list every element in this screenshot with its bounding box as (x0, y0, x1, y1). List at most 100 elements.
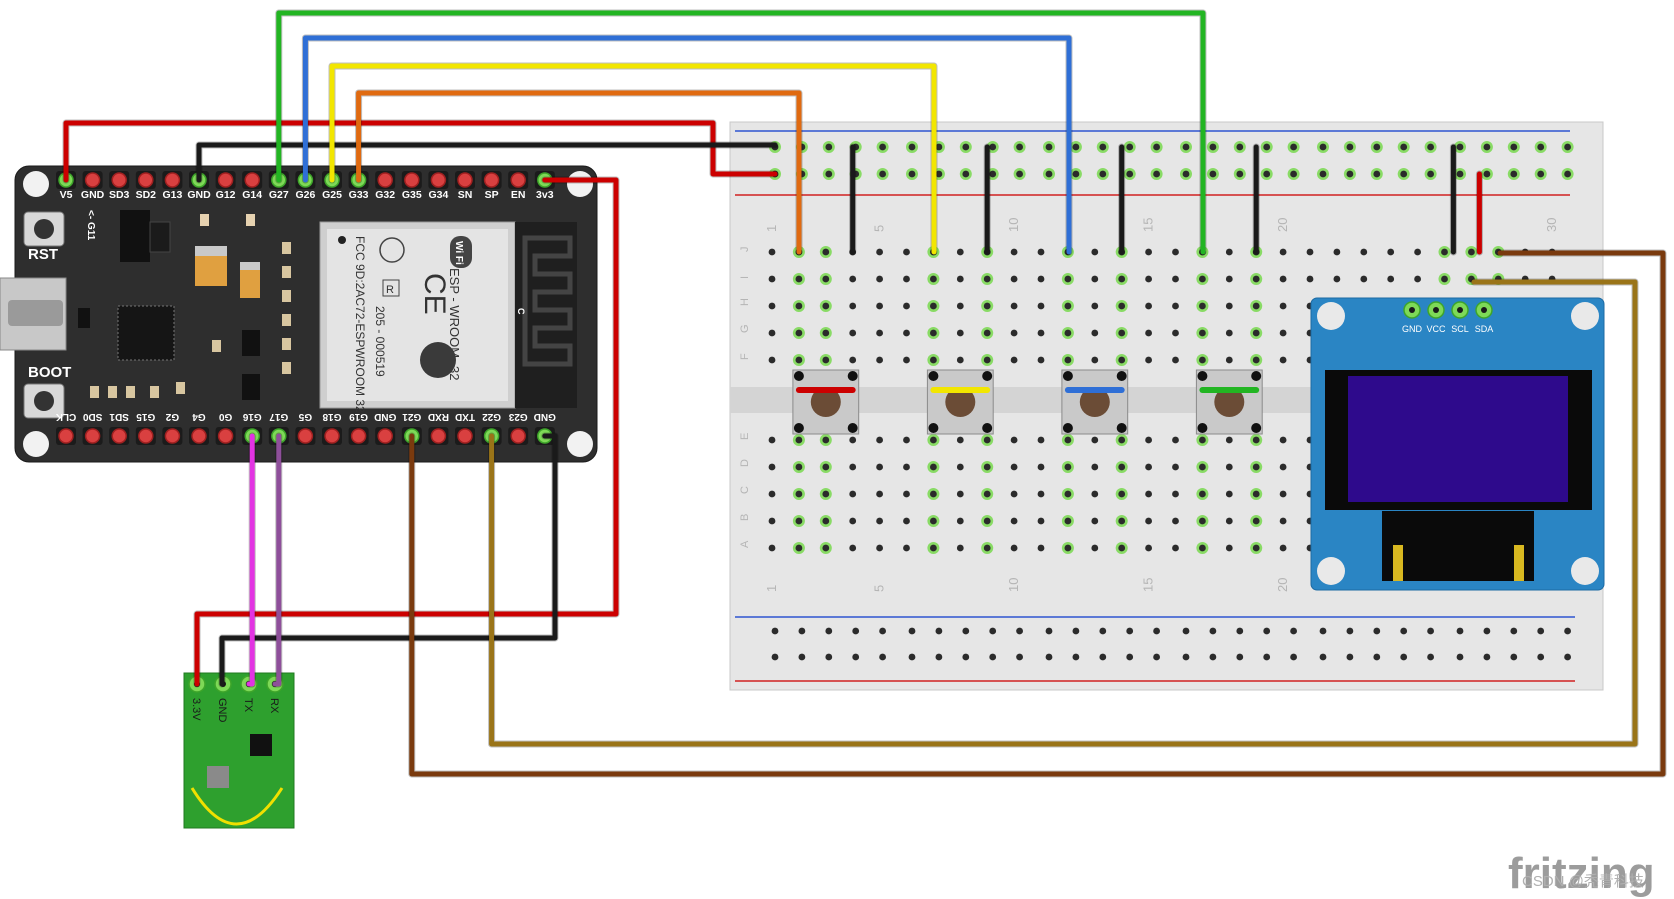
espressif-logo-icon (420, 342, 456, 378)
bb-rail-hole (1072, 627, 1080, 635)
bb-hole (1172, 517, 1179, 525)
pushbutton-leg (847, 371, 858, 381)
bb-rail-hole (1290, 653, 1297, 661)
wire-g27-green (276, 10, 1206, 255)
bb-hole (1037, 463, 1045, 471)
bb-rail-hole (1182, 653, 1190, 661)
fritzing-logo: fritzing (1508, 849, 1655, 898)
esp-top-pin-label: EN (511, 189, 526, 201)
bb-rail-hole (908, 653, 916, 661)
bb-hole (768, 436, 776, 444)
bb-col-number-bottom: 15 (1141, 578, 1156, 592)
bb-rail-hole (879, 653, 886, 661)
bb-rail-hole (1209, 627, 1217, 635)
bb-row-letter: B (739, 514, 751, 521)
bb-rail-hole (1153, 653, 1160, 661)
bb-rail-hole (1016, 627, 1023, 635)
esp-top-pin-label: GND (187, 189, 211, 201)
smd-component (282, 242, 291, 254)
oled-pin-hole (1409, 307, 1415, 313)
bb-hole (1225, 329, 1233, 337)
bb-hole (1225, 490, 1233, 498)
bb-rail-hole (1016, 143, 1023, 151)
diode-1 (78, 308, 90, 328)
smd-component (282, 338, 291, 350)
bb-rail-hole (879, 627, 886, 635)
bb-hole (1172, 329, 1179, 337)
wire-gnd-black (196, 142, 778, 183)
bb-hole (1306, 248, 1314, 256)
smd-component (282, 290, 291, 302)
bb-hole (1091, 329, 1099, 337)
bb-rail-hole (1099, 143, 1107, 151)
smd-component (90, 386, 99, 398)
bb-rail-hole (1346, 653, 1354, 661)
bb-rail-hole (1537, 143, 1545, 151)
esp-bottom-pin-label: G22 (482, 411, 501, 422)
esp-top-pin-label: G32 (375, 189, 395, 201)
bb-hole (956, 275, 964, 283)
gps-pcb (183, 672, 295, 829)
bb-hole (1010, 302, 1018, 310)
usb-port-inner (8, 300, 63, 326)
bb-hole (1441, 248, 1448, 256)
wroom-number-text: 205 - 000519 (373, 306, 387, 377)
bb-hole (1064, 544, 1072, 552)
g11-label: <- G11 (85, 210, 96, 241)
bb-hole (903, 517, 910, 525)
regulator-tab (149, 221, 171, 253)
bb-hole (822, 329, 830, 337)
gps-pin-label: RX (268, 698, 280, 714)
bb-rail-hole (1483, 653, 1491, 661)
bb-rail-hole (1099, 653, 1107, 661)
wire-g16-magenta (246, 433, 255, 687)
esp-top-pin (244, 172, 260, 188)
bb-hole (849, 490, 857, 498)
bb-rail-hole (1373, 653, 1381, 661)
wroom-fcc-text: FCC 9D:2AC72-ESPWROOM 32 (353, 236, 367, 413)
bb-rail-hole (1319, 170, 1327, 178)
bb-hole (1064, 302, 1072, 310)
mount-hole-bl (23, 431, 49, 457)
bb-rail-hole (1483, 627, 1491, 635)
esp-bottom-pin-label: G15 (136, 411, 155, 422)
bb-hole (849, 436, 857, 444)
bb-hole (956, 248, 964, 256)
esp-bottom-pin-label: G19 (349, 411, 368, 422)
esp-top-pin-label: G27 (269, 189, 289, 201)
bb-hole (956, 490, 964, 498)
bb-hole (1145, 436, 1152, 444)
bb-hole (1172, 275, 1179, 283)
bb-hole (956, 302, 964, 310)
bb-rail-hole (1016, 170, 1023, 178)
bb-rail-hole (1016, 653, 1023, 661)
bb-hole (1037, 517, 1045, 525)
bb-hole (822, 463, 830, 471)
esp-bottom-pin-label: G2 (165, 411, 179, 422)
bb-hole (849, 463, 857, 471)
bb-hole (983, 356, 991, 364)
bb-rail-hole (1236, 653, 1244, 661)
bb-rail-hole (1290, 627, 1297, 635)
bb-hole (903, 275, 910, 283)
bb-rail-hole (879, 143, 886, 151)
pushbutton-leg (1197, 423, 1208, 433)
bb-hole (1279, 329, 1287, 337)
bb-hole (1441, 275, 1448, 283)
bb-hole (1279, 275, 1287, 283)
bb-rail-hole (908, 627, 916, 635)
bb-col-number-top: 1 (764, 225, 779, 232)
bb-hole (1091, 275, 1099, 283)
bb-col-number-top: 10 (1006, 218, 1021, 232)
esp-bottom-pin (164, 428, 181, 444)
bb-rail-hole (908, 170, 916, 178)
bb-rail-hole (1236, 627, 1244, 635)
esp32-board: RST BOOT <- G11 C FCC 9D:2AC72-ESPWROOM … (0, 165, 598, 463)
bb-hole (876, 436, 883, 444)
esp-bottom-pin (430, 428, 447, 444)
bb-hole (1064, 436, 1072, 444)
bb-hole (876, 302, 883, 310)
bb-hole (903, 356, 910, 364)
pushbutton-leg (1116, 423, 1127, 433)
bb-rail-hole (1564, 170, 1571, 178)
